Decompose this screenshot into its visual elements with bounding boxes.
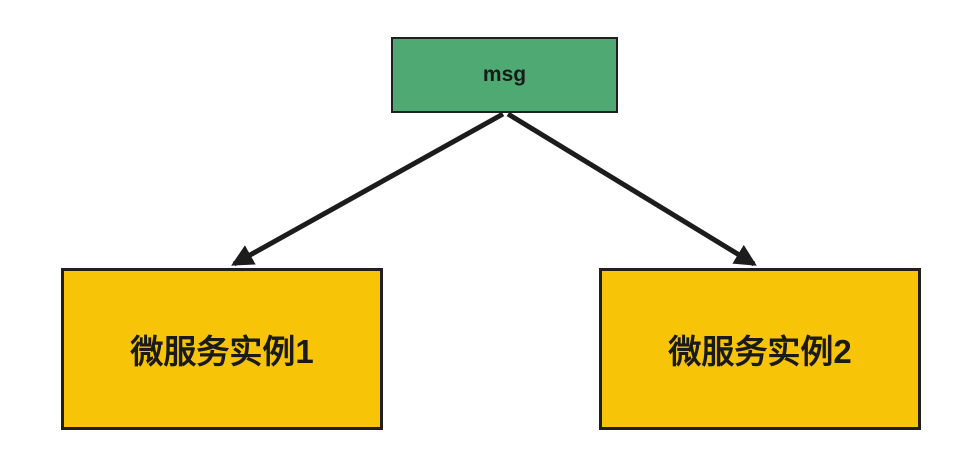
edge-msg-to-instance1	[231, 111, 505, 267]
node-instance-2-label: 微服务实例2	[668, 333, 852, 370]
edge-msg-to-instance2	[506, 111, 757, 267]
node-msg: msg	[391, 37, 618, 113]
node-instance-1-label: 微服务实例1	[130, 333, 314, 370]
node-instance-2: 微服务实例2	[599, 268, 921, 430]
node-instance-1: 微服务实例1	[61, 268, 383, 430]
node-msg-label: msg	[482, 63, 527, 86]
